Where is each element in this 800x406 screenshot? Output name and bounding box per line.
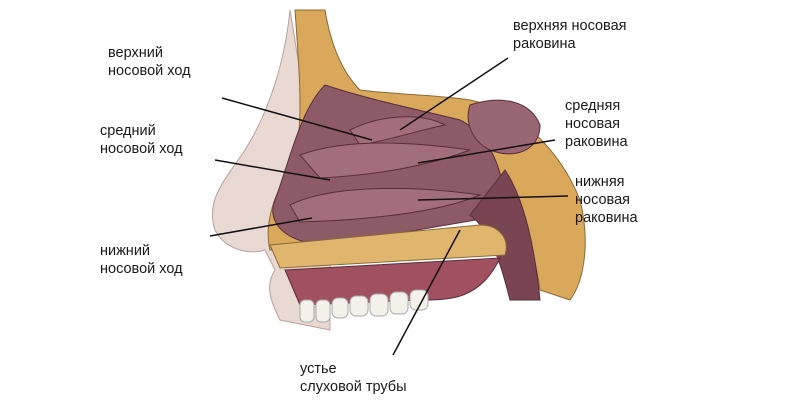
- label-inferior-meatus: нижний носовой ход: [100, 243, 183, 277]
- teeth: [299, 289, 429, 323]
- label-middle-concha: средняя носовая раковина: [565, 98, 628, 150]
- pointer-inferior-concha: [417, 195, 569, 201]
- inferior-concha-shape: [289, 187, 482, 223]
- sphenoid-sinus: [467, 99, 541, 155]
- middle-concha-shape: [299, 142, 471, 179]
- label-inferior-concha: нижняя носовая раковина: [575, 174, 638, 226]
- pointer-middle-meatus: [214, 159, 331, 181]
- pointer-superior-concha: [399, 57, 509, 131]
- label-tube-opening: устье слуховой трубы: [300, 361, 407, 395]
- label-superior-concha: верхняя носовая раковина: [513, 18, 627, 52]
- pointer-inferior-meatus: [209, 217, 313, 237]
- leader-lines: [209, 57, 569, 356]
- label-middle-meatus: средний носовой ход: [100, 123, 183, 157]
- superior-concha-shape: [349, 116, 447, 146]
- pointer-tube-opening: [392, 229, 461, 356]
- pointer-superior-meatus: [221, 97, 373, 141]
- pointer-middle-concha: [417, 139, 556, 164]
- hard-palate: [269, 224, 507, 269]
- label-superior-meatus: верхний носовой ход: [108, 45, 191, 79]
